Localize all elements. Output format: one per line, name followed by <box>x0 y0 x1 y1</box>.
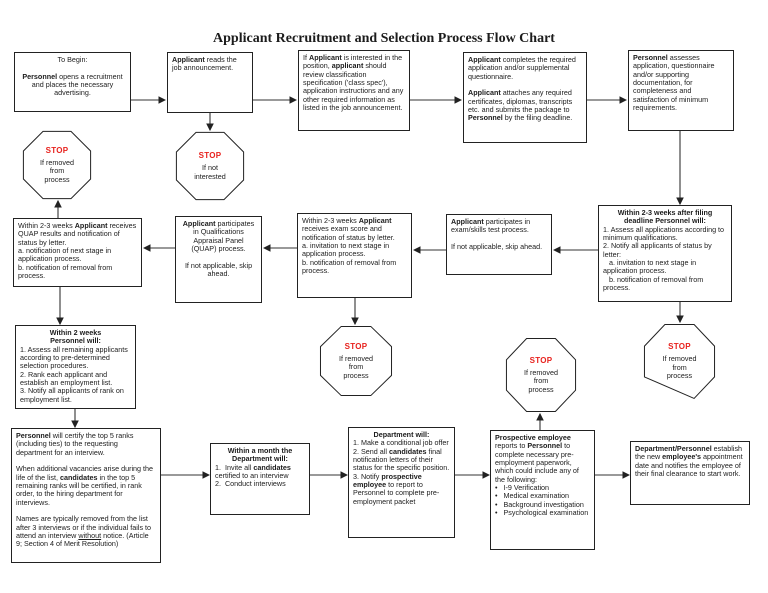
stop-label: STOP <box>668 342 691 352</box>
node-exam-skills-test: Applicant participates in exam/skills te… <box>446 214 552 275</box>
stop-sign-removed-top-left: STOP If removed from process <box>22 130 92 200</box>
stop-sign-removed-right: STOP If removed from process <box>643 323 716 400</box>
stop-caption: If removed from process <box>40 157 74 184</box>
stop-sign-not-interested: STOP If not interested <box>175 131 245 201</box>
stop-label: STOP <box>198 150 222 160</box>
stop-sign-removed-middle: STOP If removed from process <box>319 325 393 397</box>
node-begin-recruitment: To Begin: Personnel opens a recruitment … <box>14 52 131 112</box>
node-if-interested: If Applicant is interested in the positi… <box>298 50 410 131</box>
node-exam-score: Within 2-3 weeks Applicant receives exam… <box>297 213 412 298</box>
stop-sign-removed-prospective: STOP If removed from process <box>505 337 577 413</box>
node-heading: Within 2-3 weeks after filing deadline P… <box>617 208 713 226</box>
node-heading: Within a month the Department will: <box>227 446 293 464</box>
page-title: Applicant Recruitment and Selection Proc… <box>213 31 555 46</box>
node-quap-process: Applicant participates in Qualifications… <box>175 216 262 303</box>
octagon-shape <box>22 130 92 200</box>
stop-label: STOP <box>45 145 69 155</box>
node-body: 1. Assess all remaining applicants accor… <box>20 344 128 404</box>
stop-caption: If removed from process <box>524 367 558 394</box>
node-body: 1. Assess all applications according to … <box>603 224 725 293</box>
node-heading: Department will: <box>373 430 430 439</box>
node-after-filing-deadline: Within 2-3 weeks after filing deadline P… <box>598 205 732 302</box>
node-department-will: Department will: 1. Make a conditional j… <box>348 427 455 538</box>
node-applicant-completes: Applicant completes the required applica… <box>463 52 587 143</box>
stop-caption: If removed from process <box>662 354 697 381</box>
node-department-interviews: Within a month the Department will: 1. I… <box>210 443 310 515</box>
node-rank-employment-list: Within 2 weeks Personnel will: 1. Assess… <box>15 325 136 409</box>
node-certify-top-ranks: Personnel will certify the top 5 ranks (… <box>11 428 161 563</box>
node-body: 1. Invite all candidates certified to an… <box>215 462 291 489</box>
node-body: 1. Make a conditional job offer 2. Send … <box>353 438 450 506</box>
node-heading: Within 2 weeks Personnel will: <box>49 328 102 346</box>
stop-caption: If not interested <box>194 162 226 181</box>
octagon-shape <box>505 337 577 413</box>
node-pre-employment-paperwork: Prospective employee reports to Personne… <box>490 430 595 550</box>
node-personnel-assesses: Personnel assesses application, question… <box>628 50 734 131</box>
octagon-shape <box>319 325 393 397</box>
stop-label: STOP <box>344 341 368 351</box>
node-final-clearance: Department/Personnel establish the new e… <box>630 441 750 505</box>
node-applicant-reads: Applicant reads the job announcement. <box>167 52 253 113</box>
octagon-shape <box>643 323 716 400</box>
stop-caption: If removed from process <box>339 353 373 380</box>
node-quap-results: Within 2-3 weeks Applicant receives QUAP… <box>13 218 142 287</box>
octagon-shape <box>175 131 245 201</box>
stop-label: STOP <box>529 355 553 365</box>
